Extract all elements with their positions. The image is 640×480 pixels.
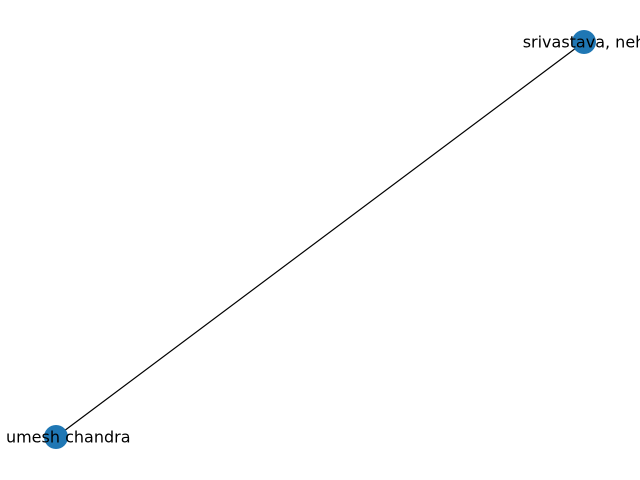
node-label-srivastava: srivastava, neh xyxy=(523,33,640,52)
edge-srivastava-umesh xyxy=(55,41,585,438)
node-umesh: al, umesh chandra xyxy=(0,425,130,449)
node-label-umesh: al, umesh chandra xyxy=(0,428,130,447)
node-circle-srivastava xyxy=(572,30,596,54)
node-circle-umesh xyxy=(44,425,68,449)
node-srivastava: srivastava, neh xyxy=(523,30,640,54)
